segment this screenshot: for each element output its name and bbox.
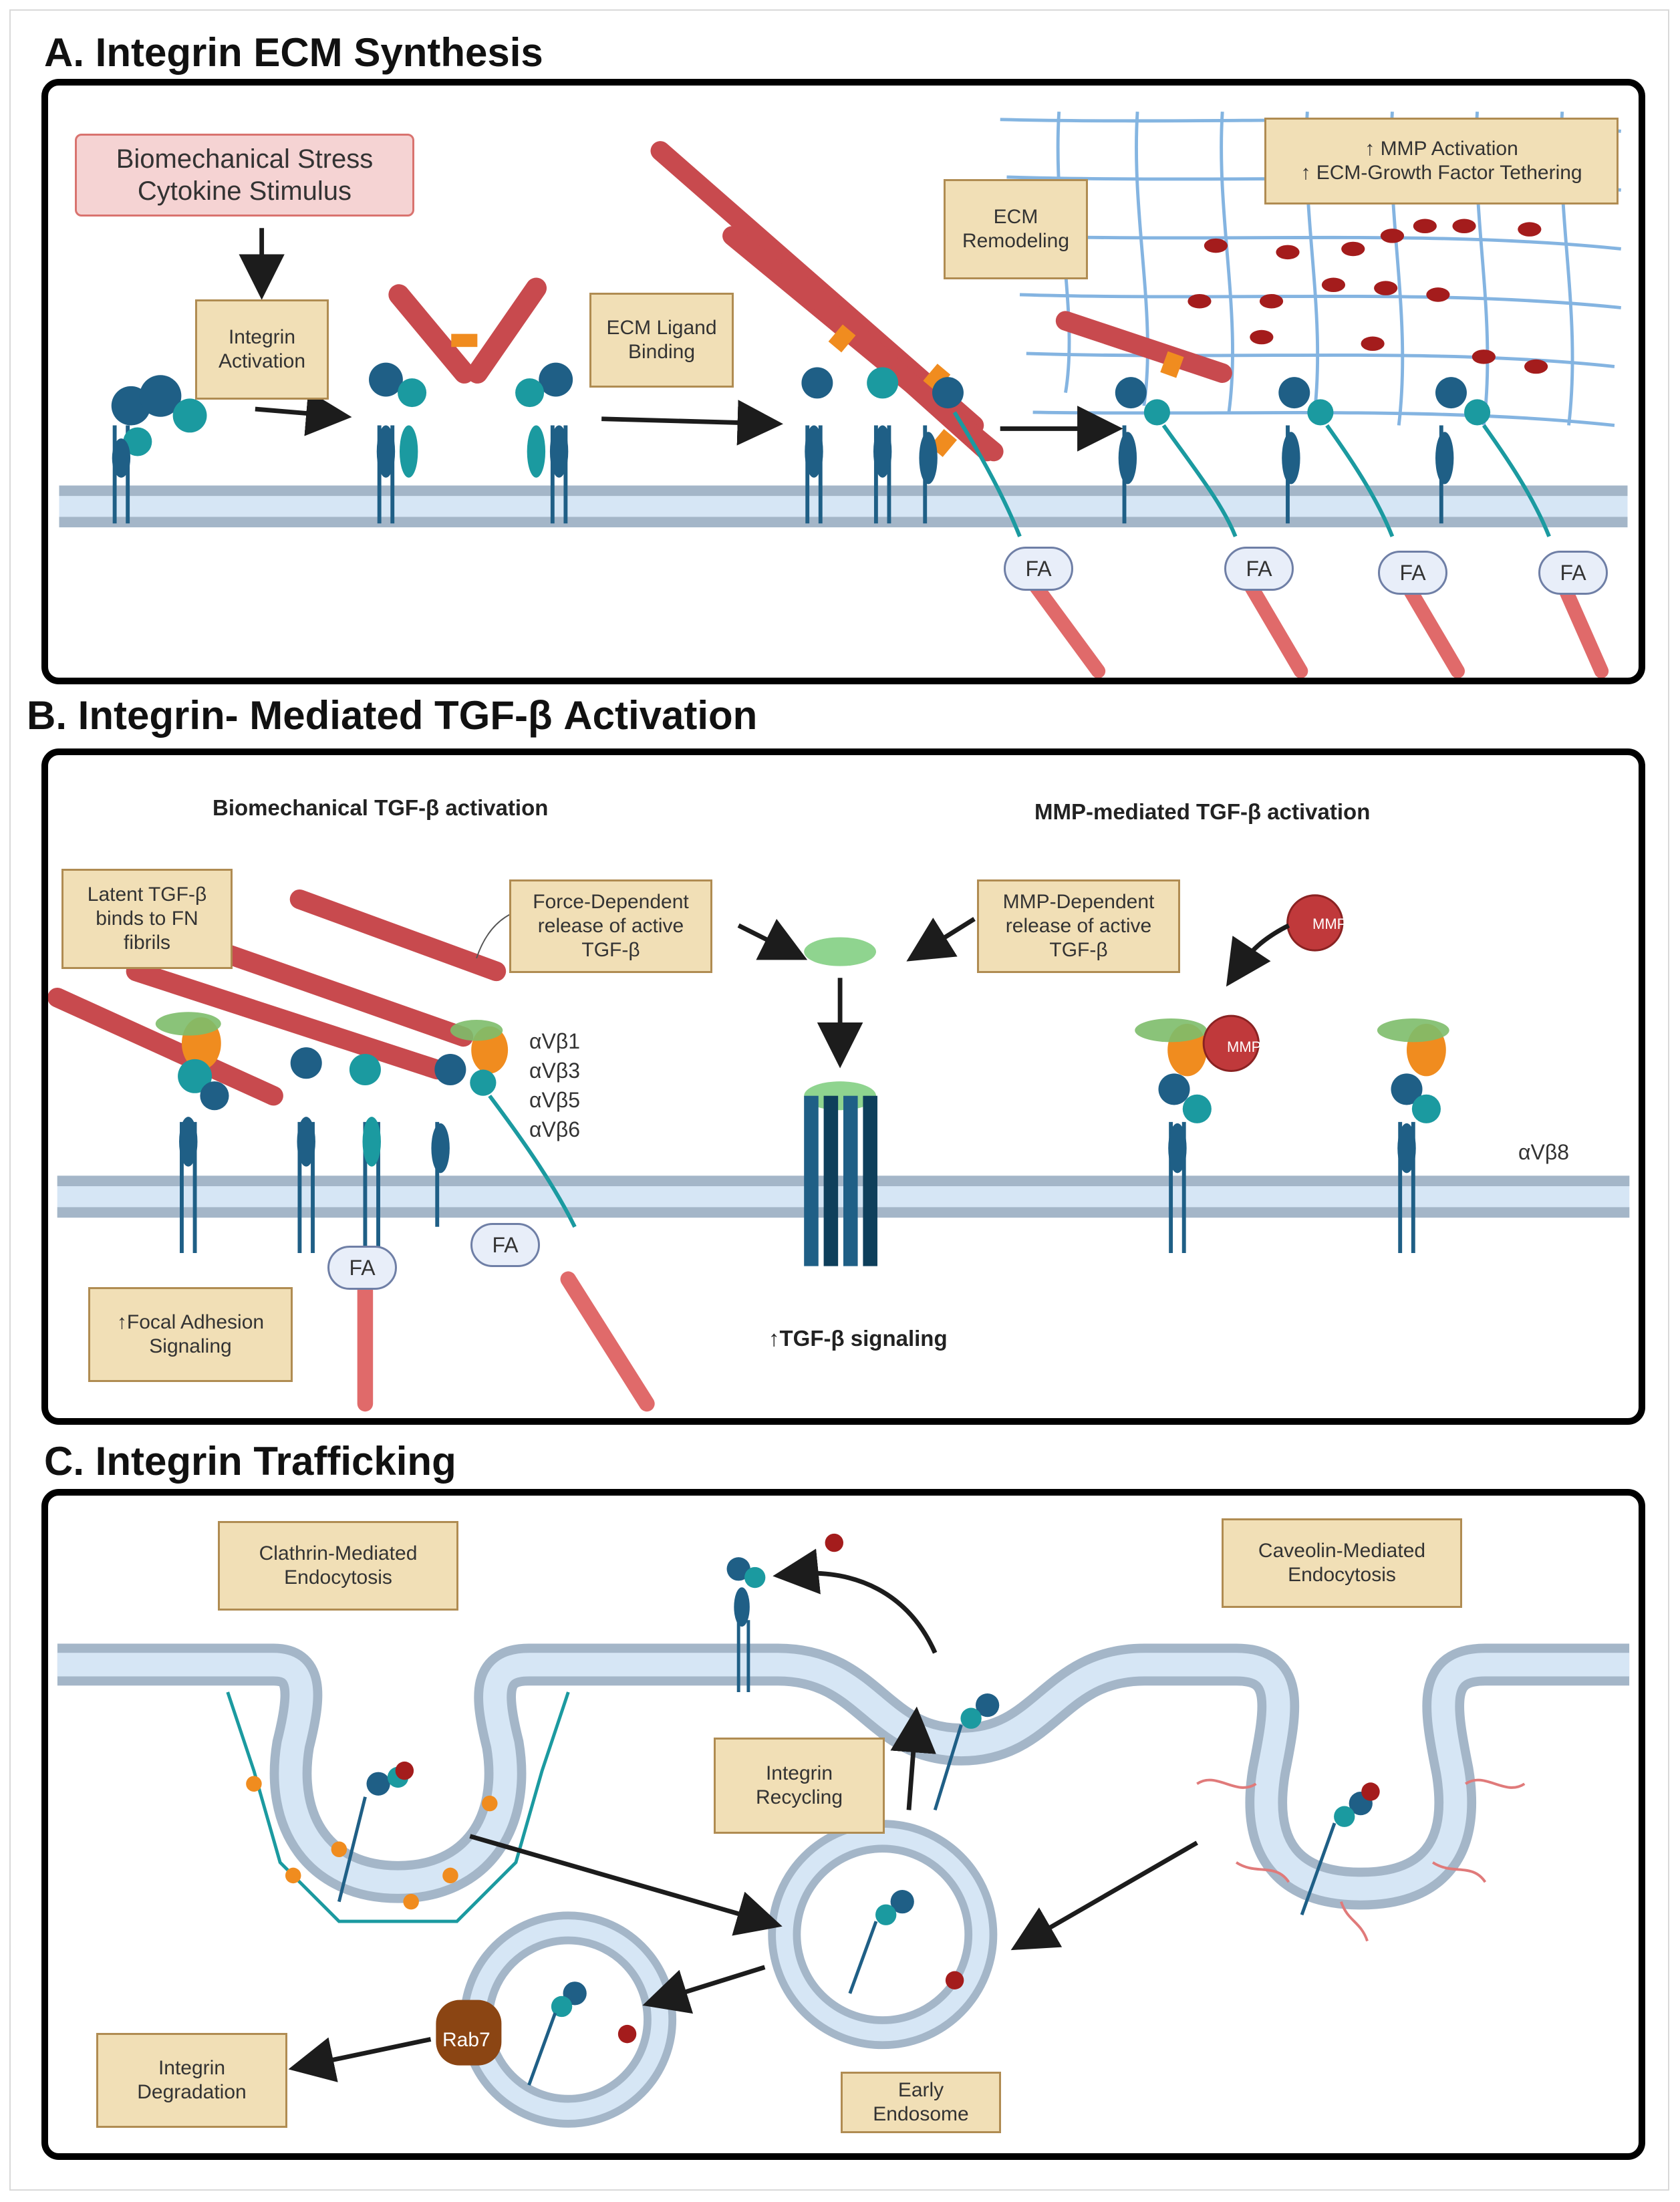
caveolin-endocytosis-box: Caveolin-Mediated Endocytosis [1222,1518,1462,1608]
force-dependent-box: Force-Dependent release of active TGF-β [509,879,712,973]
rab7-protein [436,2000,502,2066]
integrin-avb5: αVβ5 [529,1088,581,1112]
focal-adhesion-label: FA [1538,551,1608,595]
integrin-tail-b [488,1094,577,1228]
mmp-dependent-box: MMP-Dependent release of active TGF-β [977,879,1180,973]
bio-heading: Biomechanical TGF-β activation [213,795,549,820]
clathrin-triskelia [246,1776,498,1910]
integrin-avb1: αVβ1 [529,1029,581,1053]
focal-adhesion-label: FA [1004,547,1073,591]
early-endosome [768,1820,998,2050]
section-b-title: B. Integrin- Mediated TGF-β Activation [27,693,758,738]
integrin-avb8: αVβ8 [1518,1140,1570,1164]
growth-factor-dots [1187,219,1548,374]
latent-tgfb-box: Latent TGF-β binds to FN fibrils [61,869,233,969]
integrin-tails-a [952,411,1551,537]
stimulus-box: Biomechanical Stress Cytokine Stimulus [75,134,414,217]
flow-arrows-a [239,228,1123,452]
early-endosome-box: Early Endosome [841,2072,1001,2133]
tgfb-signaling-label: ↑TGF-β signaling [768,1326,948,1351]
integrin-activation-box: Integrin Activation [195,299,329,400]
mmp-enzyme-bound [1202,1014,1260,1072]
integrin-avb3: αVβ3 [529,1059,581,1083]
ligand-dots-c [395,1533,1380,2044]
flow-arrows-c [288,1548,1198,2082]
rab7-label: Rab7 [442,2029,491,2051]
integrins-c [337,1557,1373,2086]
integrin-avb6: αVβ6 [529,1117,581,1141]
late-endosome [460,1911,677,2128]
actin-filaments-b [357,1271,655,1412]
integrin-legs-b [179,1117,1416,1174]
panel-ecm-synthesis: Biomechanical Stress Cytokine Stimulus I… [41,79,1645,684]
focal-adhesion-label: FA [327,1246,397,1290]
focal-adhesion-label: FA [1224,547,1294,591]
ecm-remodeling-box: ECM Remodeling [944,179,1088,279]
focal-adhesion-signaling-box: ↑Focal Adhesion Signaling [88,1287,293,1382]
section-c-title: C. Integrin Trafficking [44,1439,456,1484]
panel-tgfb-activation: Biomechanical TGF-β activation MMP-media… [41,748,1645,1425]
flow-arrows-b [737,917,1290,1069]
figure-frame [9,9,1669,2191]
mmp-heading: MMP-mediated TGF-β activation [1034,799,1371,824]
mmp-enzyme-free [1286,894,1344,952]
cell-membrane-c [57,1643,1630,1910]
focal-adhesion-label: FA [470,1223,540,1267]
tgfb-activation-illustration [48,889,1630,1412]
integrin-degradation-box: Integrin Degradation [96,2033,287,2128]
fn-fibrils-b [48,889,507,1106]
integrin-legs-a [112,425,1454,485]
integrin-heads-a [111,362,1491,456]
caveolin-strands [1196,1778,1526,1942]
mmp-label-bound: MMP [1227,1039,1262,1055]
cell-membrane-a [59,485,1628,528]
mmp-activation-box: ↑ MMP Activation ↑ ECM-Growth Factor Tet… [1264,118,1619,204]
lap-green [155,1012,1449,1043]
clathrin-endocytosis-box: Clathrin-Mediated Endocytosis [218,1521,458,1611]
collagen-fibrils [388,141,1232,462]
integrin-heads-b [178,1047,1441,1123]
mmp-label: MMP [1312,916,1347,932]
trafficking-illustration [57,1533,1630,2128]
panel-integrin-trafficking: Clathrin-Mediated Endocytosis Caveolin-M… [41,1489,1645,2160]
section-a-title: A. Integrin ECM Synthesis [44,30,543,75]
actin-filaments-a [1025,575,1609,678]
tgfb-receptor [804,937,877,1266]
focal-adhesion-label: FA [1378,551,1447,595]
ecm-ligand-binding-box: ECM Ligand Binding [589,293,734,388]
integrin-recycling-box: Integrin Recycling [714,1738,885,1834]
